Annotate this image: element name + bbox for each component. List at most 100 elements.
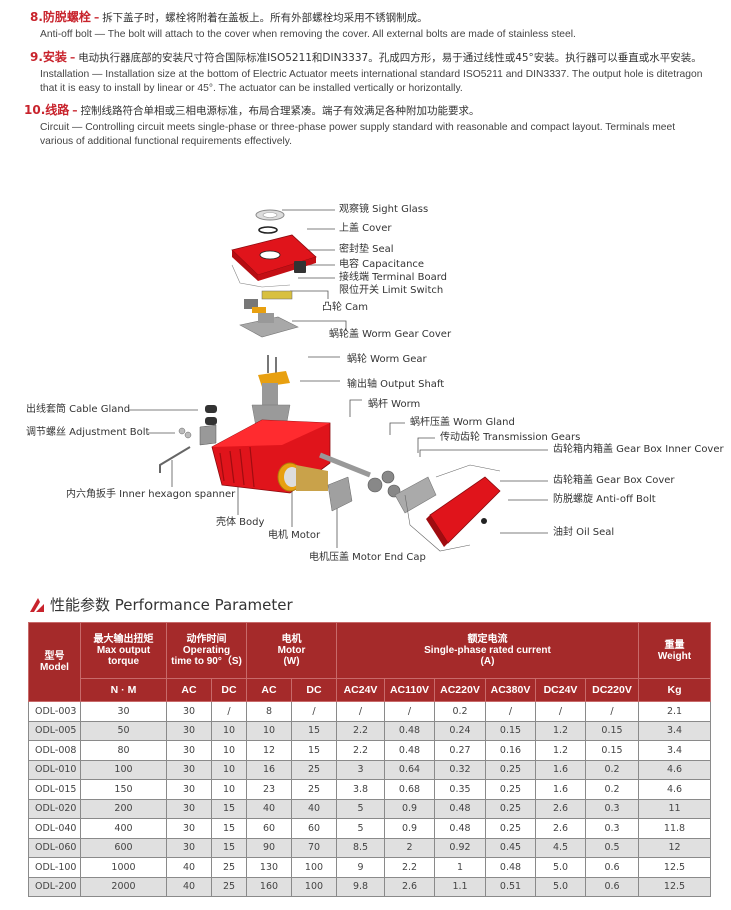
table-cell: 0.5	[585, 837, 639, 858]
table-cell: 40	[246, 798, 292, 819]
header-time-en2: time to 90°（S)	[171, 656, 242, 667]
feature-desc-en: Circuit — Controlling circuit meets sing…	[40, 122, 676, 147]
table-cell: 5.0	[535, 876, 586, 897]
table-cell: 9	[336, 857, 385, 878]
table-cell: 8.5	[336, 837, 385, 858]
table-cell: 30	[166, 701, 212, 722]
table-cell: 12.5	[638, 857, 711, 878]
label-motor: 电机 Motor	[268, 530, 321, 541]
cell-model: ODL-005	[28, 720, 81, 741]
label-sight-glass: 观察镜 Sight Glass	[339, 204, 429, 215]
feature-circuit: 10.线路–控制线路符合单相或三相电源标准，布局合理紧凑。端子有效满足各种附加功…	[24, 103, 710, 149]
cell-model: ODL-015	[28, 779, 81, 800]
table-cell: 60	[291, 818, 337, 839]
cell-model: ODL-010	[28, 759, 81, 780]
subheader-torque-unit: N · M	[80, 678, 167, 702]
section-title: 性能参数 Performance Parameter	[30, 594, 293, 615]
table-cell: 0.6	[585, 857, 639, 878]
table-cell: 0.92	[434, 837, 486, 858]
feature-desc-cn: 控制线路符合单相或三相电源标准，布局合理紧凑。端子有效满足各种附加功能要求。	[80, 105, 480, 117]
exploded-diagram: 观察镜 Sight Glass 上盖 Cover 密封垫 Seal 电容 Cap…	[0, 195, 731, 575]
table-cell: 1	[434, 857, 486, 878]
table-cell: /	[535, 701, 586, 722]
table-cell: 10	[246, 720, 292, 741]
table-cell: 4.6	[638, 779, 711, 800]
feature-dash: –	[93, 12, 100, 24]
label-inner-hexagon-spanner: 内六角扳手 Inner hexagon spanner	[66, 489, 236, 500]
table-cell: /	[485, 701, 536, 722]
table-cell: 0.15	[585, 740, 639, 761]
table-cell: 15	[211, 837, 247, 858]
cell-model: ODL-040	[28, 818, 81, 839]
table-cell: 3.4	[638, 720, 711, 741]
feature-number: 8.	[30, 10, 43, 24]
table-cell: 0.68	[384, 779, 435, 800]
table-cell: /	[291, 701, 337, 722]
table-cell: 16	[246, 759, 292, 780]
table-cell: 25	[291, 779, 337, 800]
label-cable-gland: 出线套筒 Cable Gland	[26, 404, 131, 415]
label-cam: 凸轮 Cam	[322, 302, 369, 313]
table-cell: 3.8	[336, 779, 385, 800]
label-adjustment-bolt: 调节螺丝 Adjustment Bolt	[26, 427, 150, 438]
table-cell: 9.8	[336, 876, 385, 897]
table-cell: 0.45	[485, 837, 536, 858]
table-cell: 0.25	[485, 759, 536, 780]
table-cell: 15	[211, 818, 247, 839]
label-worm-gear: 蜗轮 Worm Gear	[347, 354, 427, 365]
feature-desc-cn: 拆下盖子时，螺栓将附着在盖板上。所有外部螺栓均采用不锈钢制成。	[102, 12, 428, 24]
feature-number: 9.	[30, 50, 43, 64]
table-cell: 200	[80, 798, 167, 819]
header-current-cn: 额定电流	[467, 634, 508, 645]
table-cell: 4.6	[638, 759, 711, 780]
feature-desc-en: Installation — Installation size at the …	[40, 69, 703, 94]
cell-model: ODL-003	[28, 701, 81, 722]
table-cell: 3	[336, 759, 385, 780]
feature-title: 线路	[45, 103, 70, 117]
label-motor-end-cap: 电机压盖 Motor End Cap	[309, 552, 426, 563]
table-cell: 2.6	[535, 818, 586, 839]
table-cell: 0.48	[434, 798, 486, 819]
header-operating-time: 动作时间 Operating time to 90°（S)	[166, 622, 247, 679]
table-cell: 0.3	[585, 818, 639, 839]
cell-model: ODL-200	[28, 876, 81, 897]
table-cell: 10	[211, 720, 247, 741]
table-cell: 400	[80, 818, 167, 839]
table-cell: 1.1	[434, 876, 486, 897]
table-cell: 0.15	[485, 720, 536, 741]
label-body: 壳体 Body	[216, 517, 265, 528]
table-cell: 0.9	[384, 818, 435, 839]
subheader-ac110v: AC110V	[384, 678, 435, 702]
feature-anti-off-bolt: 8.防脱螺栓–拆下盖子时，螺栓将附着在盖板上。所有外部螺栓均采用不锈钢制成。 A…	[30, 10, 710, 42]
table-cell: 40	[166, 876, 212, 897]
table-cell: 0.3	[585, 798, 639, 819]
header-motor-en1: Motor	[277, 645, 306, 656]
label-seal: 密封垫 Seal	[339, 244, 394, 255]
table-cell: 2.6	[535, 798, 586, 819]
table-cell: 2000	[80, 876, 167, 897]
exploded-diagram-illustration	[128, 209, 548, 552]
table-cell: 2.6	[384, 876, 435, 897]
table-cell: 60	[246, 818, 292, 839]
table-cell: 30	[166, 740, 212, 761]
table-cell: 0.2	[585, 759, 639, 780]
label-oil-seal: 油封 Oil Seal	[553, 527, 615, 538]
table-cell: 40	[166, 857, 212, 878]
table-cell: 0.48	[384, 740, 435, 761]
table-cell: 30	[80, 701, 167, 722]
table-cell: 0.2	[585, 779, 639, 800]
table-cell: /	[336, 701, 385, 722]
cell-model: ODL-100	[28, 857, 81, 878]
table-cell: 1.2	[535, 720, 586, 741]
subheader-dc24v: DC24V	[535, 678, 586, 702]
header-model: 型号 Model	[28, 622, 81, 702]
table-cell: 30	[166, 837, 212, 858]
table-cell: 0.9	[384, 798, 435, 819]
subheader-ac380v: AC380V	[485, 678, 536, 702]
table-cell: 30	[166, 779, 212, 800]
table-cell: 23	[246, 779, 292, 800]
